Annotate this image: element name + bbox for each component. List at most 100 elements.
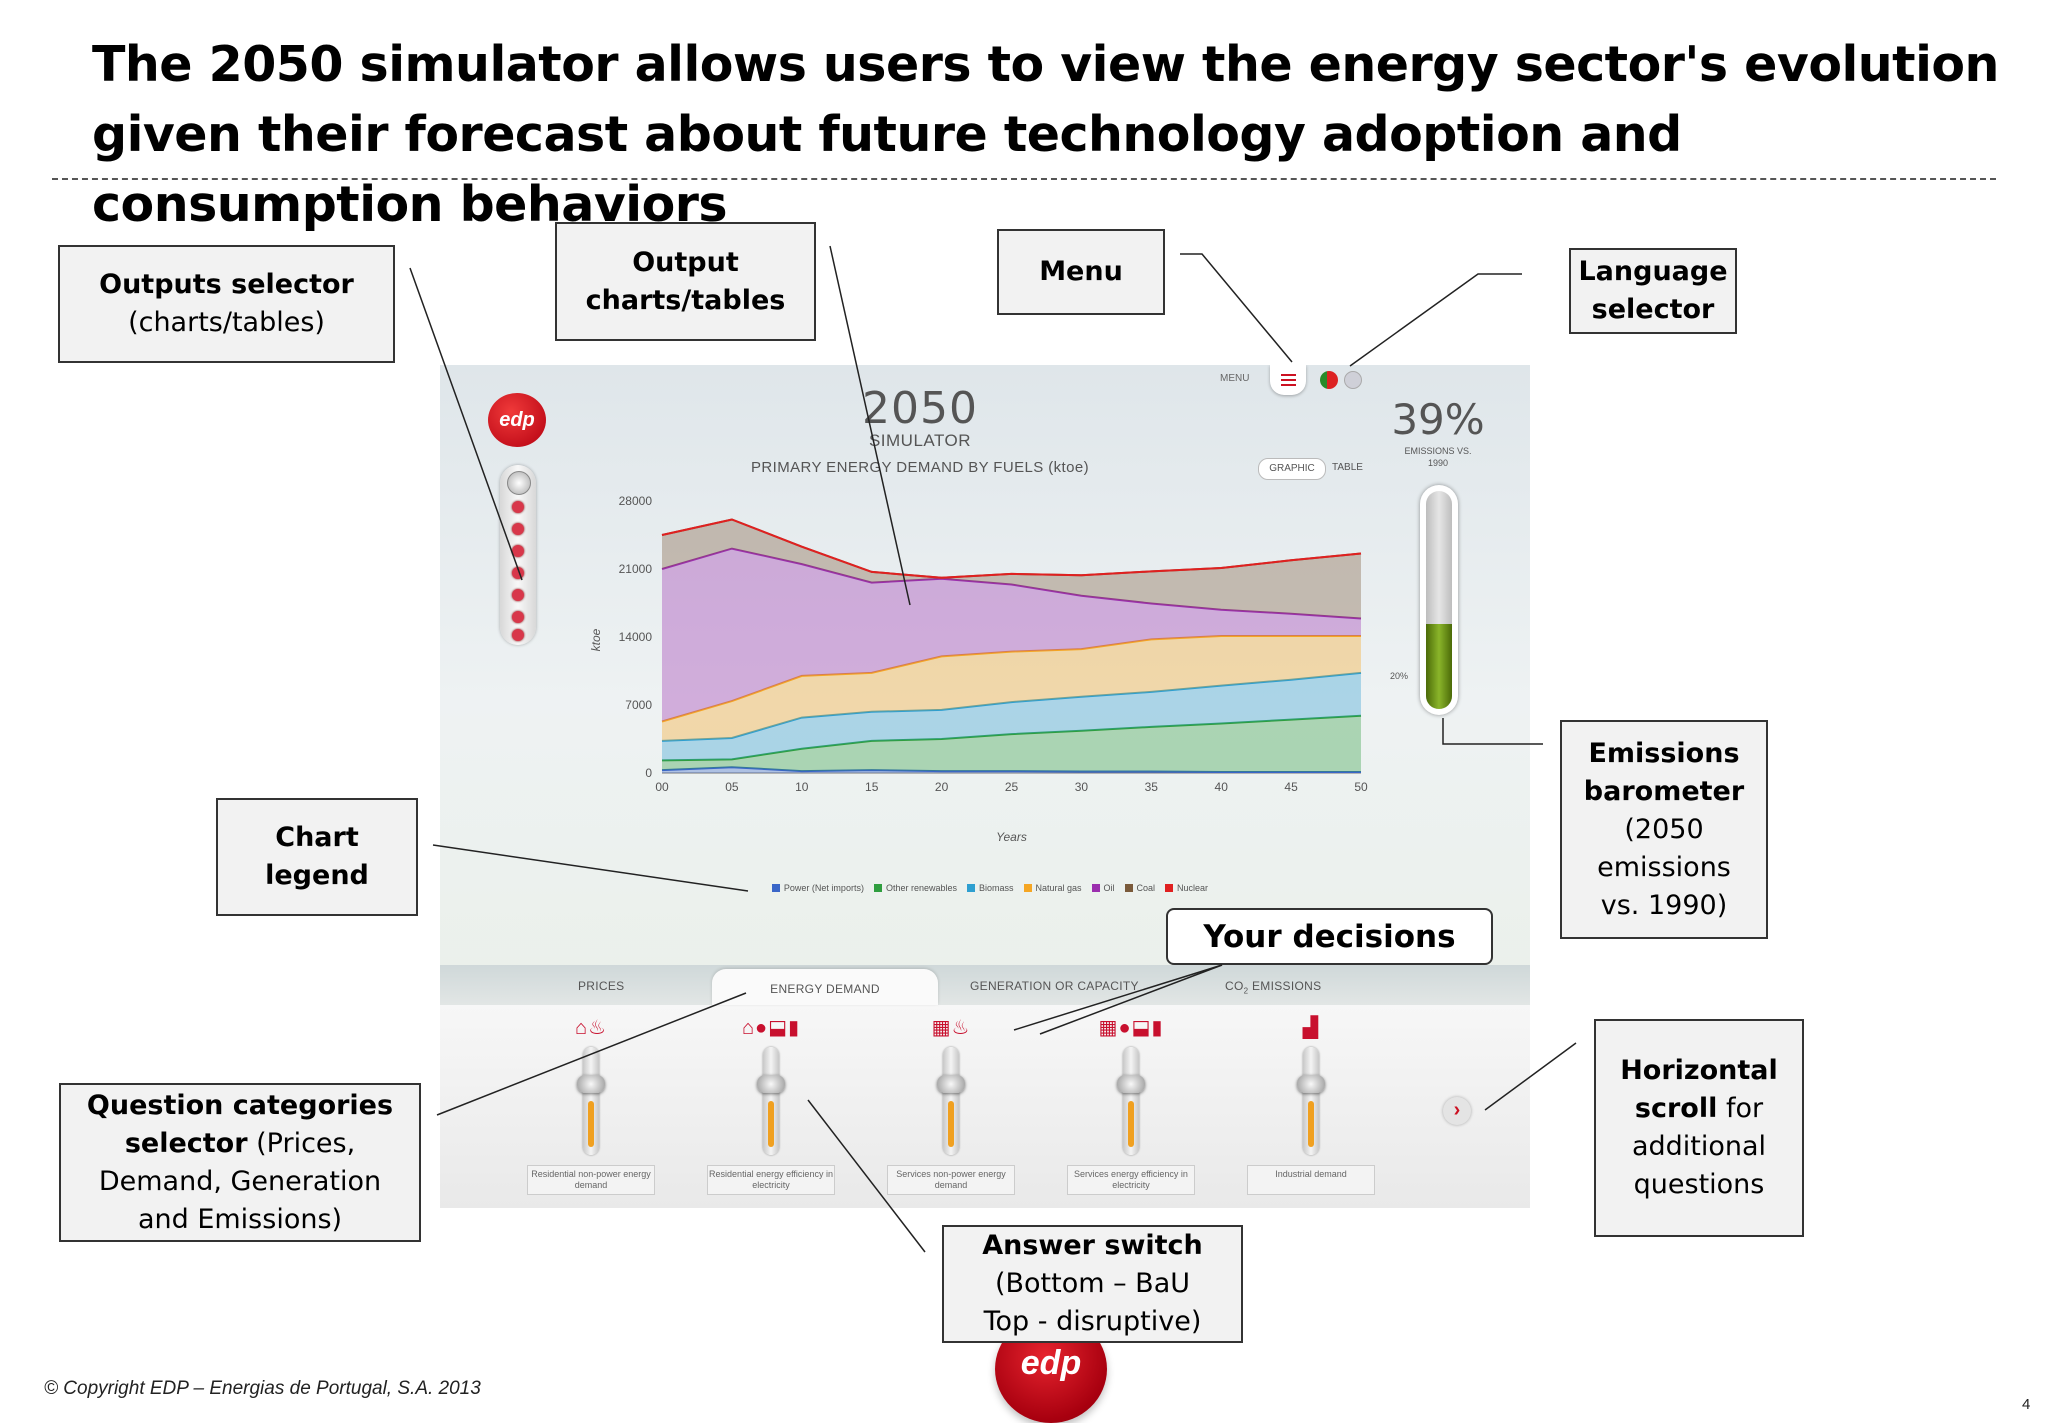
callout-output-charts-line-2: charts/tables (585, 284, 786, 316)
callout-qc-bold: selector (124, 1127, 248, 1159)
barometer-tube (1426, 491, 1452, 709)
english-flag-icon[interactable] (1344, 371, 1362, 389)
tab-co2-rest: EMISSIONS (1248, 979, 1322, 993)
x-tick-label: 10 (795, 780, 809, 794)
category-icons: ▟ (1302, 1017, 1320, 1039)
emissions-barometer (1420, 485, 1458, 715)
callout-answer-switch: Answer switch (Bottom – BaU Top - disrup… (942, 1225, 1243, 1343)
area-other-renewables (662, 715, 1361, 772)
menu-label: MENU (1220, 373, 1250, 384)
legend-swatch (1124, 884, 1133, 892)
x-tick-label: 25 (1005, 780, 1019, 794)
callout-hs-bold: scroll (1634, 1093, 1718, 1124)
graphic-view-button[interactable]: GRAPHIC (1258, 458, 1326, 480)
category-icons: ⌂●⬓▮ (741, 1017, 801, 1039)
x-tick-label: 15 (865, 780, 879, 794)
callout-language-line-2: selector (1591, 294, 1715, 325)
answer-switch-track[interactable] (1123, 1047, 1139, 1155)
legend-item: Natural gas (1023, 883, 1082, 893)
answer-switch-fill (588, 1101, 594, 1147)
callout-question-categories-line-1: Question categories (86, 1089, 394, 1121)
answer-switch-track[interactable] (763, 1047, 779, 1155)
question-label-line-2: demand (574, 1180, 608, 1190)
answer-switch-track[interactable] (583, 1047, 599, 1155)
answer-switch-fill (1128, 1101, 1134, 1147)
line-oil (661, 547, 1362, 620)
legend-swatch (966, 884, 975, 892)
hamburger-icon (1281, 374, 1296, 376)
barometer-fill (1426, 623, 1452, 709)
question-label-line-1: Services energy efficiency in (1074, 1169, 1188, 1179)
category-icons: ▦●⬓▮ (1098, 1017, 1164, 1039)
line-biomass (661, 671, 1362, 742)
callout-chart-legend-line-1: Chart (275, 822, 359, 853)
tab-prices[interactable]: PRICES (578, 979, 625, 993)
callout-question-categories-line-2: selector (Prices, (125, 1125, 355, 1163)
question-label-line-1: Residential energy efficiency in (709, 1169, 833, 1179)
legend-swatch (771, 884, 780, 892)
answer-switch-knob[interactable] (577, 1075, 605, 1093)
answer-switch-knob[interactable] (757, 1075, 785, 1093)
callout-language-line-1: Language (1578, 256, 1728, 287)
legend-label: Nuclear (1177, 883, 1209, 893)
portuguese-flag-icon[interactable] (1320, 371, 1338, 389)
callout-question-categories-line-4: and Emissions) (137, 1203, 343, 1235)
callout-horizontal-scroll: Horizontal scroll for additional questio… (1594, 1019, 1804, 1237)
chevron-right-icon[interactable]: › (1443, 1097, 1471, 1125)
callout-horizontal-scroll-line-2: scroll for (1635, 1090, 1763, 1128)
tab-co2-emissions[interactable]: CO2 EMISSIONS (1225, 979, 1321, 995)
line-natural-gas (661, 635, 1361, 723)
y-tick-label: 0 (645, 766, 652, 780)
area-biomass (662, 672, 1361, 761)
answer-switch-track[interactable] (1303, 1047, 1319, 1155)
callout-horizontal-scroll-line-1: Horizontal (1620, 1055, 1778, 1086)
tab-generation-capacity[interactable]: GENERATION OR CAPACITY (970, 979, 1139, 993)
decision-slider: ▟ Industrial demand (1247, 1015, 1375, 1195)
output-option-7[interactable] (512, 629, 524, 641)
callout-answer-switch-line-3: Top - disruptive) (983, 1306, 1202, 1337)
answer-switch-knob[interactable] (937, 1075, 965, 1093)
callout-answer-switch-line-2: (Bottom – BaU (994, 1268, 1191, 1299)
callout-chart-legend: Chart legend (216, 798, 418, 916)
table-view-button[interactable]: TABLE (1332, 462, 1363, 473)
legend-label: Oil (1103, 883, 1115, 893)
simulator-screen: edp 2050 SIMULATOR PRIMARY ENERGY DEMAND… (440, 365, 1530, 1208)
question-categories-tabs: PRICES ENERGY DEMAND GENERATION OR CAPAC… (440, 965, 1530, 1005)
x-tick-label: 05 (725, 780, 739, 794)
y-tick-label: 21000 (619, 562, 653, 576)
tab-energy-demand[interactable]: ENERGY DEMAND (712, 969, 938, 1005)
x-tick-label: 35 (1145, 780, 1159, 794)
output-option-5[interactable] (512, 589, 524, 601)
callout-outputs-title: Outputs selector (99, 269, 354, 300)
answer-switch-fill (1308, 1101, 1314, 1147)
category-icons: ⌂♨ (574, 1017, 607, 1039)
tab-co2-prefix: CO (1225, 979, 1244, 993)
callout-outputs-selector: Outputs selector (charts/tables) (58, 245, 395, 363)
callout-emissions-line-4: emissions (1597, 851, 1731, 883)
y-tick-label: 14000 (619, 630, 653, 644)
callout-emissions-line-2: barometer (1583, 775, 1745, 807)
output-option-6[interactable] (512, 611, 524, 623)
legend-item: Nuclear (1165, 883, 1208, 893)
y-axis-label: ktoe (589, 628, 603, 651)
emissions-label-line-1: EMISSIONS VS. (1404, 446, 1472, 456)
question-label-line-2: demand (934, 1180, 968, 1190)
answer-switch-track[interactable] (943, 1047, 959, 1155)
answer-switch-knob[interactable] (1297, 1075, 1325, 1093)
callout-emissions-line-1: Emissions (1588, 737, 1740, 769)
legend-label: Power (Net imports) (783, 883, 864, 893)
legend-item: Other renewables (873, 883, 957, 893)
x-tick-label: 40 (1215, 780, 1229, 794)
menu-button[interactable] (1270, 365, 1306, 395)
legend-item: Biomass (966, 883, 1014, 893)
question-label-line-1: Industrial demand (1275, 1169, 1347, 1179)
answer-switch-knob[interactable] (1117, 1075, 1145, 1093)
legend-label: Other renewables (885, 883, 957, 893)
legend-item: Power (Net imports) (771, 883, 864, 893)
copyright-text: © Copyright EDP – Energias de Portugal, … (44, 1378, 481, 1399)
